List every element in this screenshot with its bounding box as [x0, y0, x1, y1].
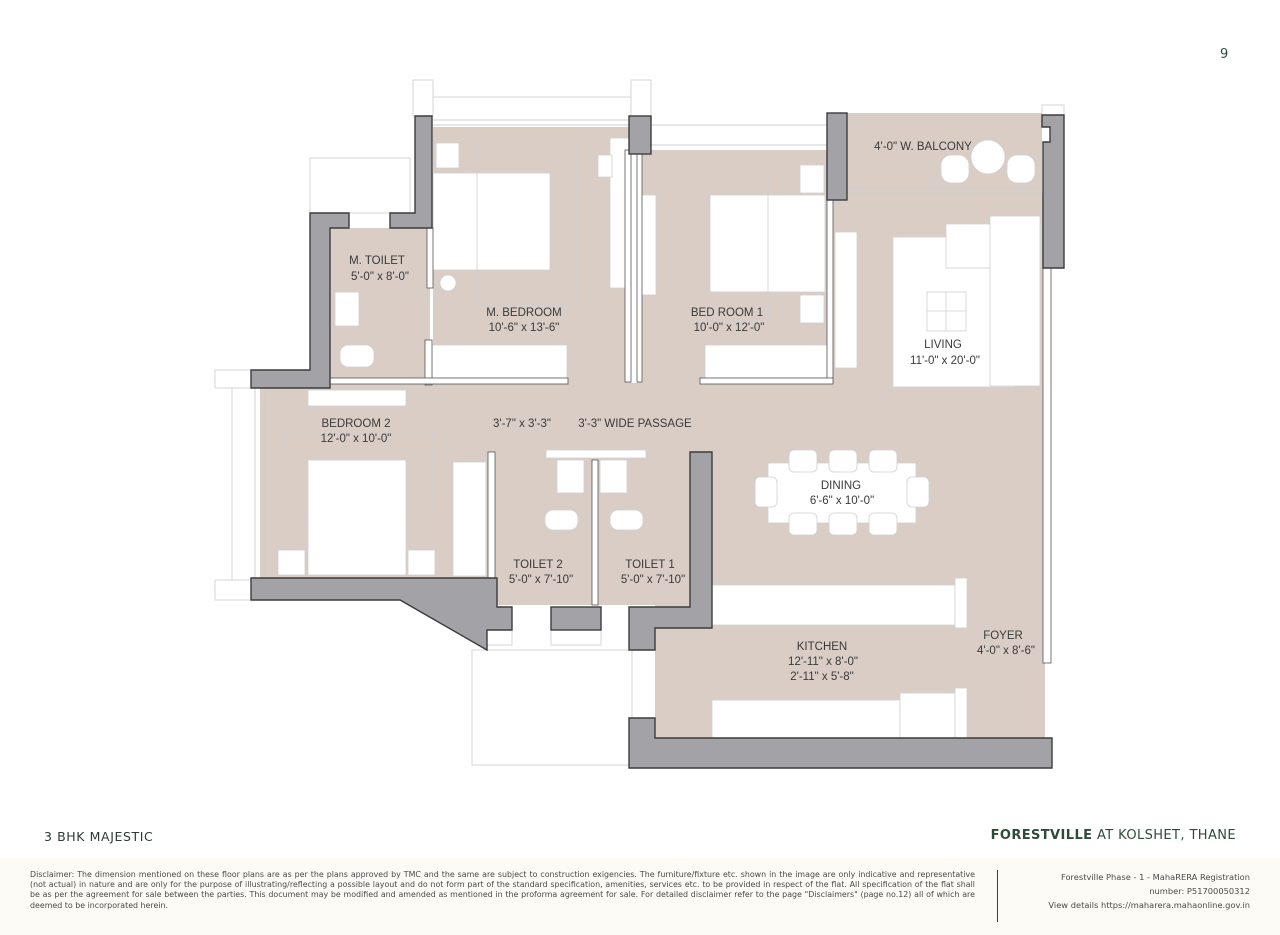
- page-number: 9: [1220, 47, 1229, 62]
- project-name: FORESTVILLE: [990, 828, 1093, 843]
- room-size-toilet-2: 5'-0" x 7'-10": [509, 574, 573, 586]
- structural-walls: [250, 112, 1065, 769]
- room-name-toilet-1: TOILET 1: [625, 559, 674, 571]
- room-name-kitchen: KITCHEN: [797, 641, 847, 653]
- room-size-m-toilet: 5'-0" x 8'-0": [351, 271, 409, 283]
- room-size-kitchen: 12'-11" x 8'-0": [788, 656, 858, 668]
- room-size-bedroom-1: 10'-0" x 12'-0": [694, 322, 765, 334]
- rera-line-2: number: P51700050312: [1149, 886, 1250, 896]
- room-labels: M. TOILET 5'-0" x 8'-0" M. BEDROOM 10'-6…: [321, 141, 1035, 683]
- footer-divider: [997, 870, 998, 922]
- room-name-passage: 3'-3" WIDE PASSAGE: [578, 418, 692, 430]
- room-size-living: 11'-0" x 20'-0": [910, 355, 980, 367]
- room-name-foyer: FOYER: [983, 630, 1023, 642]
- disclaimer-text: Disclaimer: The dimension mentioned on t…: [30, 870, 975, 910]
- room-name-m-bedroom: M. BEDROOM: [486, 307, 561, 319]
- unit-type-title: 3 BHK MAJESTIC: [44, 829, 154, 844]
- project-title: FORESTVILLE AT KOLSHET, THANE: [991, 828, 1236, 843]
- room-name-bedroom-2: BEDROOM 2: [321, 418, 390, 430]
- furniture: [277, 137, 1042, 739]
- room-size-bedroom-2: 12'-0" x 10'-0": [321, 433, 392, 445]
- room-name-dining: DINING: [821, 480, 861, 492]
- room-size-toilet-1: 5'-0" x 7'-10": [621, 574, 685, 586]
- room-size-foyer: 4'-0" x 8'-6": [977, 645, 1035, 657]
- footer: Disclaimer: The dimension mentioned on t…: [0, 858, 1280, 935]
- room-name-living: LIVING: [924, 339, 962, 351]
- rera-line-1: Forestville Phase - 1 - MahaRERA Registr…: [1061, 872, 1250, 882]
- room-size-m-bedroom: 10'-6" x 13'-6": [489, 322, 560, 334]
- project-location: AT KOLSHET, THANE: [1092, 828, 1236, 843]
- room-size2-kitchen: 2'-11" x 5'-8": [790, 671, 853, 683]
- room-name-toilet-2: TOILET 2: [513, 559, 562, 571]
- room-name-bedroom-1: BED ROOM 1: [691, 307, 763, 319]
- room-name-balcony: 4'-0" W. BALCONY: [874, 141, 972, 153]
- rera-info: Forestville Phase - 1 - MahaRERA Registr…: [1010, 870, 1250, 912]
- floor-plan: M. TOILET 5'-0" x 8'-0" M. BEDROOM 10'-6…: [214, 79, 1065, 769]
- rera-line-3: View details https://maharera.mahaonline…: [1048, 900, 1250, 910]
- room-size-dining: 6'-6" x 10'-0": [810, 495, 874, 507]
- room-name-m-toilet: M. TOILET: [349, 255, 405, 267]
- room-name-lobby: 3'-7" x 3'-3": [493, 418, 551, 430]
